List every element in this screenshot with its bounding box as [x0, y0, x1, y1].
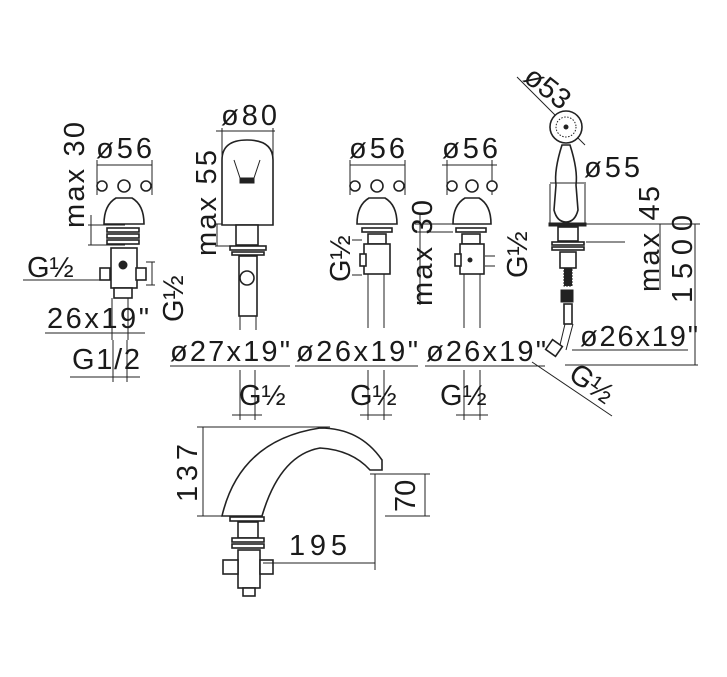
middle-valve-bottom-thread: G½	[350, 380, 397, 412]
left-valve-drawing	[23, 160, 155, 382]
left-valve-height: max 30	[59, 122, 91, 228]
left-valve-bottom-thread: G1/2	[72, 344, 140, 376]
side-view-height: 137	[172, 444, 204, 502]
spout-height: max 55	[191, 150, 223, 256]
right-valve-tube: ø26x19"	[426, 336, 546, 368]
right-valve-side-thread: G½	[502, 231, 534, 278]
middle-valve-tube: ø26x19"	[296, 336, 418, 368]
middle-valve-side-thread: G½	[325, 235, 357, 282]
hand-shower-tube: ø26x19"	[580, 321, 698, 353]
spout-side-view-drawing	[197, 426, 430, 597]
hand-shower-height: max 45	[634, 186, 666, 292]
side-view-reach: 195	[289, 530, 347, 562]
left-valve-side-thread-vertical: G½	[158, 275, 190, 322]
hand-shower-head-dia: ø53	[518, 60, 577, 116]
right-valve-bottom-thread: G½	[440, 380, 487, 412]
spout-tube: ø27x19"	[170, 336, 290, 368]
right-valve-handle-dia: ø56	[442, 133, 498, 165]
right-valve-height: max 30	[407, 200, 439, 306]
spout-bottom-thread: G½	[239, 380, 286, 412]
spout-top-dia: ø80	[221, 100, 277, 132]
hand-shower-drawing	[516, 76, 700, 417]
right-valve-drawing	[415, 160, 545, 420]
spout-drawing	[170, 128, 290, 420]
left-valve-handle-dia: ø56	[96, 133, 152, 165]
hand-shower-holder-dia: ø55	[584, 152, 640, 184]
middle-valve-drawing	[295, 160, 418, 420]
middle-valve-handle-dia: ø56	[349, 133, 405, 165]
side-view-outlet-height: 70	[390, 480, 422, 512]
left-valve-side-thread: G½	[27, 252, 74, 284]
left-valve-tube: 26x19"	[47, 303, 149, 335]
hand-shower-hose-length: 1500	[667, 215, 699, 303]
